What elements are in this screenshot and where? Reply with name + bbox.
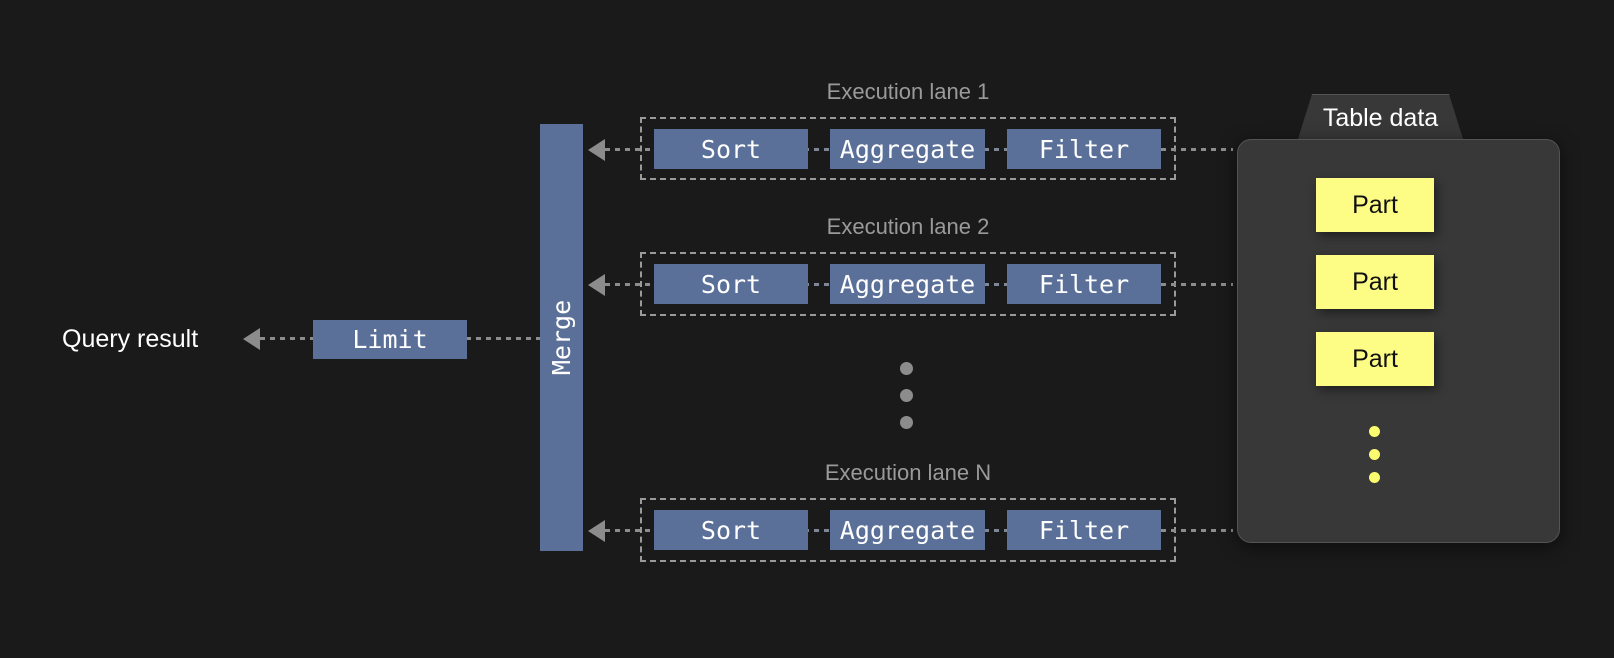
connector-lane-1-to-table-data bbox=[1161, 148, 1233, 151]
operator-sort-lane-2[interactable]: Sort bbox=[654, 264, 808, 304]
merge-bar[interactable]: Merge bbox=[540, 124, 583, 551]
part-label: Part bbox=[1352, 190, 1398, 219]
operator-aggregate-lane-2-label: Aggregate bbox=[839, 269, 976, 299]
operator-filter-lane-2[interactable]: Filter bbox=[1007, 264, 1161, 304]
operator-sort-lane-n[interactable]: Sort bbox=[654, 510, 808, 550]
operator-sort-lane-1[interactable]: Sort bbox=[654, 129, 808, 169]
part-box[interactable]: Part bbox=[1316, 332, 1434, 386]
arrow-lane-2-to-merge-icon bbox=[588, 274, 605, 296]
lane-ellipsis-dot bbox=[900, 416, 913, 429]
part-box[interactable]: Part bbox=[1316, 178, 1434, 232]
operator-aggregate-lane-1[interactable]: Aggregate bbox=[830, 129, 985, 169]
connector-lane-1-to-merge bbox=[605, 148, 657, 151]
part-ellipsis-dot bbox=[1369, 472, 1380, 483]
lane-title-2: Execution lane 2 bbox=[826, 214, 990, 239]
connector-lane-n-to-merge bbox=[605, 529, 657, 532]
operator-filter-lane-2-label: Filter bbox=[1038, 269, 1130, 299]
part-label: Part bbox=[1352, 344, 1398, 373]
operator-sort-lane-n-label: Sort bbox=[700, 515, 762, 545]
lane-ellipsis-dot bbox=[900, 362, 913, 375]
part-ellipsis bbox=[1369, 420, 1380, 489]
arrow-to-query-result-icon bbox=[243, 328, 260, 350]
operator-sort-lane-2-label: Sort bbox=[700, 269, 762, 299]
operator-aggregate-lane-2[interactable]: Aggregate bbox=[830, 264, 985, 304]
operator-limit-label: Limit bbox=[352, 325, 428, 354]
table-data-title: Table data bbox=[1322, 103, 1439, 132]
operator-aggregate-lane-1-label: Aggregate bbox=[839, 134, 976, 164]
lane-title-1: Execution lane 1 bbox=[826, 79, 990, 104]
operator-sort-lane-1-label: Sort bbox=[700, 134, 762, 164]
connector-lane-2-to-merge bbox=[605, 283, 657, 286]
part-ellipsis-dot bbox=[1369, 426, 1380, 437]
connector-lane-n-to-table-data bbox=[1161, 529, 1233, 532]
lane-ellipsis-dot bbox=[900, 389, 913, 402]
operator-filter-lane-1-label: Filter bbox=[1038, 134, 1130, 164]
operator-limit[interactable]: Limit bbox=[313, 320, 467, 359]
part-ellipsis-dot bbox=[1369, 449, 1380, 460]
operator-filter-lane-1[interactable]: Filter bbox=[1007, 129, 1161, 169]
operator-aggregate-lane-n-label: Aggregate bbox=[839, 515, 976, 545]
query-result-label: Query result bbox=[62, 325, 199, 353]
connector-limit-to-query-result bbox=[260, 337, 316, 340]
part-label: Part bbox=[1352, 267, 1398, 296]
operator-filter-lane-n[interactable]: Filter bbox=[1007, 510, 1161, 550]
arrow-lane-n-to-merge-icon bbox=[588, 520, 605, 542]
part-box[interactable]: Part bbox=[1316, 255, 1434, 309]
operator-filter-lane-n-label: Filter bbox=[1038, 515, 1130, 545]
lane-ellipsis bbox=[900, 355, 913, 436]
lane-title-n: Execution lane N bbox=[824, 460, 992, 485]
connector-lane-2-to-table-data bbox=[1161, 283, 1233, 286]
arrow-lane-1-to-merge-icon bbox=[588, 139, 605, 161]
merge-label: Merge bbox=[547, 299, 577, 376]
operator-aggregate-lane-n[interactable]: Aggregate bbox=[830, 510, 985, 550]
